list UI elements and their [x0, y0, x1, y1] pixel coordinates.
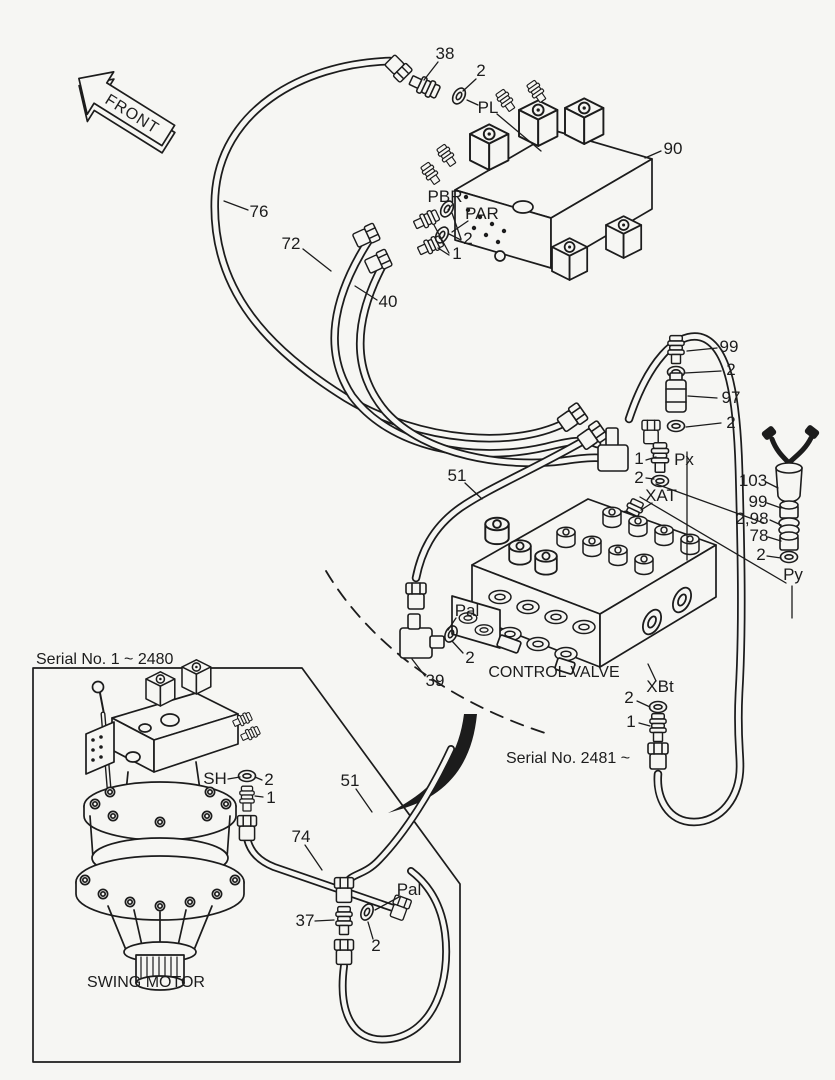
pointer-swoosh — [388, 714, 477, 813]
callout-1-px: 1 — [634, 449, 643, 468]
manifold-90 — [418, 78, 653, 281]
inset-box — [32, 667, 461, 1063]
leader-lines — [223, 61, 782, 940]
callout-298: 2,98 — [735, 509, 768, 528]
callout-2-py: 2 — [756, 545, 765, 564]
port-label-xbt: XBt — [646, 677, 674, 696]
port-label-pbr: PBR — [428, 187, 463, 206]
callout-2-xbt: 2 — [624, 688, 633, 707]
control-valve — [451, 498, 717, 675]
hose-xbt — [624, 332, 746, 827]
callout-78: 78 — [750, 526, 769, 545]
front-arrow — [78, 71, 176, 154]
callout-1-par: 1 — [452, 244, 461, 263]
callout-2-pal-inset: 2 — [371, 936, 380, 955]
part-97-valve — [665, 372, 687, 413]
callout-72: 72 — [282, 234, 301, 253]
callout-40: 40 — [379, 292, 398, 311]
port-label-xat: XAT — [645, 486, 677, 505]
caption-serial-main: Serial No. 2481 ~ — [506, 750, 630, 767]
hose-51-inset — [342, 745, 455, 888]
hose-51 — [411, 428, 602, 583]
port-label-py: Py — [783, 565, 803, 584]
dipstick-ring — [91, 680, 105, 694]
callout-103: 103 — [739, 471, 767, 490]
callout-38: 38 — [436, 44, 455, 63]
port-label-pal: Pal — [455, 601, 480, 620]
hose-40 — [356, 258, 617, 468]
fitting-37 — [335, 905, 353, 936]
callout-76: 76 — [250, 202, 269, 221]
hose-loop-inset — [338, 867, 451, 1044]
py-part-stack — [761, 425, 820, 564]
callout-51: 51 — [448, 466, 467, 485]
callout-97: 97 — [722, 388, 741, 407]
callout-51-inset: 51 — [341, 771, 360, 790]
callout-2-px: 2 — [634, 468, 643, 487]
hose-74 — [243, 834, 400, 913]
callout-2-sh: 2 — [264, 770, 273, 789]
port-label-sh: SH — [203, 769, 227, 788]
port-label-pal-inset: Pal — [397, 880, 422, 899]
inset-piping — [236, 745, 455, 1044]
hose-72 — [330, 232, 602, 458]
callout-99-py: 99 — [749, 492, 768, 511]
callout-2-pl: 2 — [476, 61, 485, 80]
caption-control-valve: CONTROL VALVE — [488, 664, 619, 681]
callout-37: 37 — [296, 911, 315, 930]
sh-fitting-1 — [239, 785, 255, 812]
hose-76 — [210, 56, 575, 443]
port-label-par: PAR — [465, 204, 499, 223]
fitting-38-group — [382, 52, 469, 107]
port-label-px: Px — [674, 450, 694, 469]
callout-90: 90 — [664, 139, 683, 158]
callout-99: 99 — [720, 337, 739, 356]
callout-2-99: 2 — [726, 360, 735, 379]
xbt-stack — [647, 700, 669, 770]
reference-lines — [639, 451, 793, 682]
port-label-pl: PL — [478, 98, 499, 117]
callout-2-par: 2 — [463, 229, 472, 248]
elbow-39-group — [399, 582, 461, 659]
callout-1-sh: 1 — [266, 788, 275, 807]
callout-2-97: 2 — [726, 413, 735, 432]
swing-motor — [75, 659, 262, 991]
caption-swing-motor: SWING MOTOR — [87, 974, 205, 991]
callout-1-xbt: 1 — [626, 712, 635, 731]
caption-serial-inset: Serial No. 1 ~ 2480 — [36, 651, 174, 668]
part-99-plug — [667, 334, 685, 365]
callout-2-pal: 2 — [465, 648, 474, 667]
callout-39: 39 — [426, 671, 445, 690]
callout-74: 74 — [292, 827, 311, 846]
valve-top-fittings — [554, 334, 687, 531]
